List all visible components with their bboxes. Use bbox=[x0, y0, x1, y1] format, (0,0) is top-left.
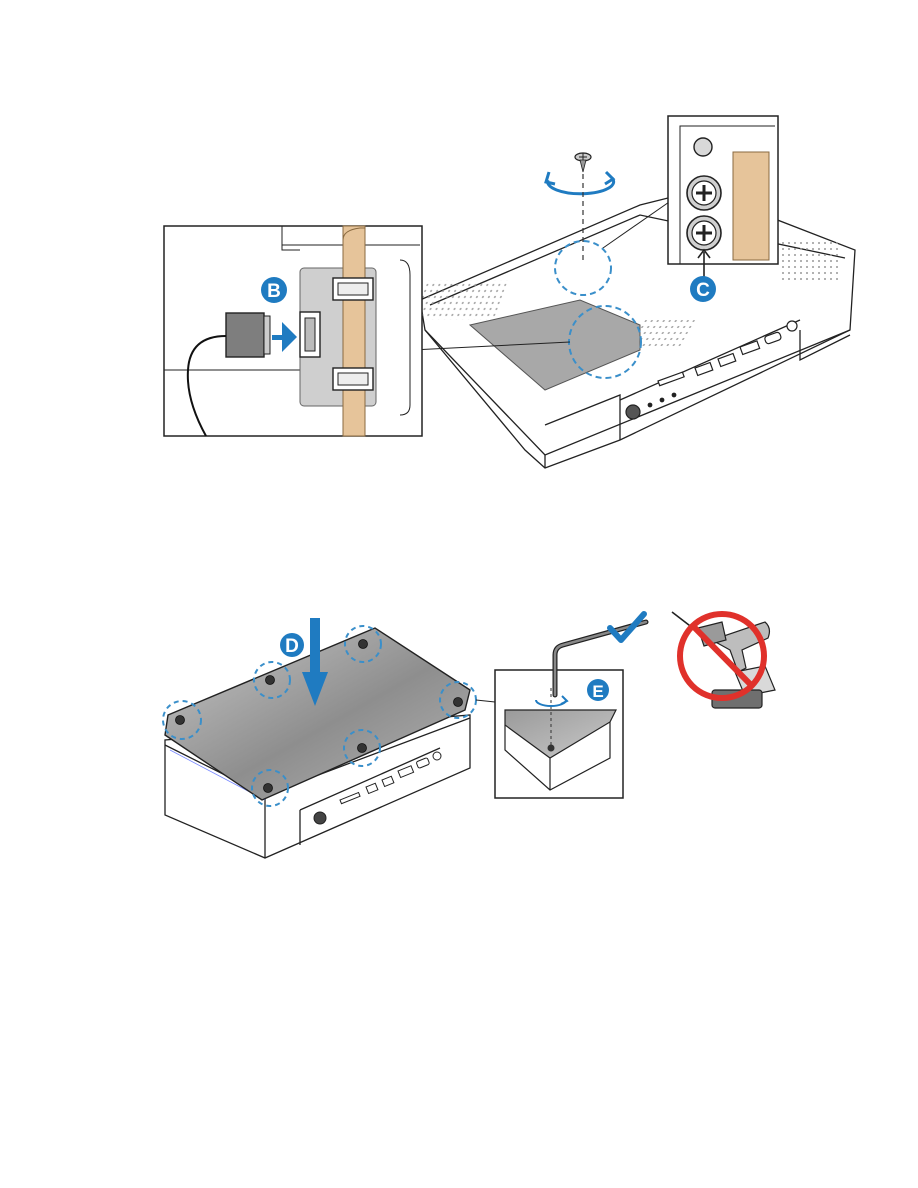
ribbon-cable bbox=[343, 226, 365, 436]
leader-line-e bbox=[476, 700, 495, 702]
inset-hex-key: E bbox=[495, 670, 623, 798]
vent-grille-right bbox=[780, 240, 840, 280]
inset-connector: B bbox=[164, 226, 422, 436]
vent-grille bbox=[414, 280, 509, 320]
cable-plug bbox=[226, 313, 264, 357]
step-b-label: B bbox=[267, 281, 281, 302]
step-d-label: D bbox=[285, 636, 299, 657]
rotate-arrow-icon bbox=[546, 172, 614, 194]
figure-top: B C bbox=[164, 116, 855, 468]
step-c-label: C bbox=[696, 280, 710, 301]
prohibited-drill-icon bbox=[672, 612, 775, 708]
screw-icon bbox=[575, 153, 591, 172]
step-e-label: E bbox=[592, 682, 603, 701]
figure-bottom: D E bbox=[163, 612, 775, 858]
